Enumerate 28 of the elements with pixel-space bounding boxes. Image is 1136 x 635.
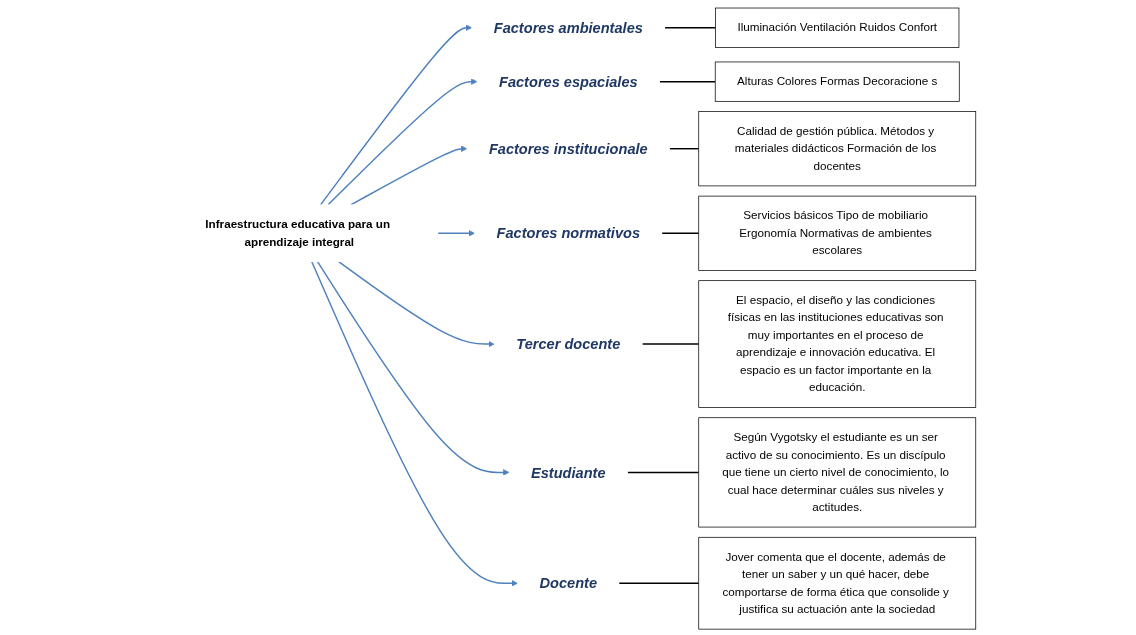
connector <box>641 343 700 345</box>
arrow <box>319 24 472 206</box>
node-box: Calidad de gestión pública. Métodos y materiales didácticos Formación de los docentes <box>698 111 976 187</box>
arrow <box>327 78 478 206</box>
arrow <box>316 261 510 476</box>
node-box: Según Vygotsky el estudiante es un ser activo de su conocimiento. Es un discípulo que tiene un cierto nivel de conocimiento, lo cual hace determinar cuáles sus niveles y actitudes. <box>698 417 976 528</box>
node-text: Docente <box>539 575 597 592</box>
node-box: Iluminación Ventilación Ruidos Confort <box>714 7 960 48</box>
node-box: Servicios básicos Tipo de mobiliario Ergonomía Normativas de ambientes escolares <box>698 195 976 271</box>
arrow <box>310 261 518 587</box>
connector <box>658 80 716 83</box>
node-text: Factores espaciales <box>498 73 638 90</box>
arrow <box>436 230 475 237</box>
node-text: Factores normativos <box>496 225 640 242</box>
arrow <box>337 261 495 348</box>
connector <box>663 27 716 29</box>
connector <box>626 471 700 474</box>
connector <box>668 148 700 150</box>
node-text: Infraestructura educativa para un aprendizaje integral <box>205 217 390 248</box>
node-box: El espacio, el diseño y las condiciones físicas en las instituciones educativas son muy importantes en el proceso de aprendizaje e innovación educativa. El espacio es un factor importante en la educación. <box>698 280 976 408</box>
connector <box>660 232 700 235</box>
node-text: Factores institucionale <box>488 140 648 157</box>
node-text: Tercer docente <box>516 336 620 353</box>
node-box: Alturas Colores Formas Decoracione s <box>714 61 960 102</box>
node-text: Factores ambientales <box>493 19 643 36</box>
node-box: Jover comenta que el docente, además de tener un saber y un qué hacer, debe comportarse de forma ética que consolide y justifica su actuación ante la sociedad <box>698 536 976 630</box>
node-text: Estudiante <box>530 464 606 481</box>
connector <box>617 582 700 584</box>
